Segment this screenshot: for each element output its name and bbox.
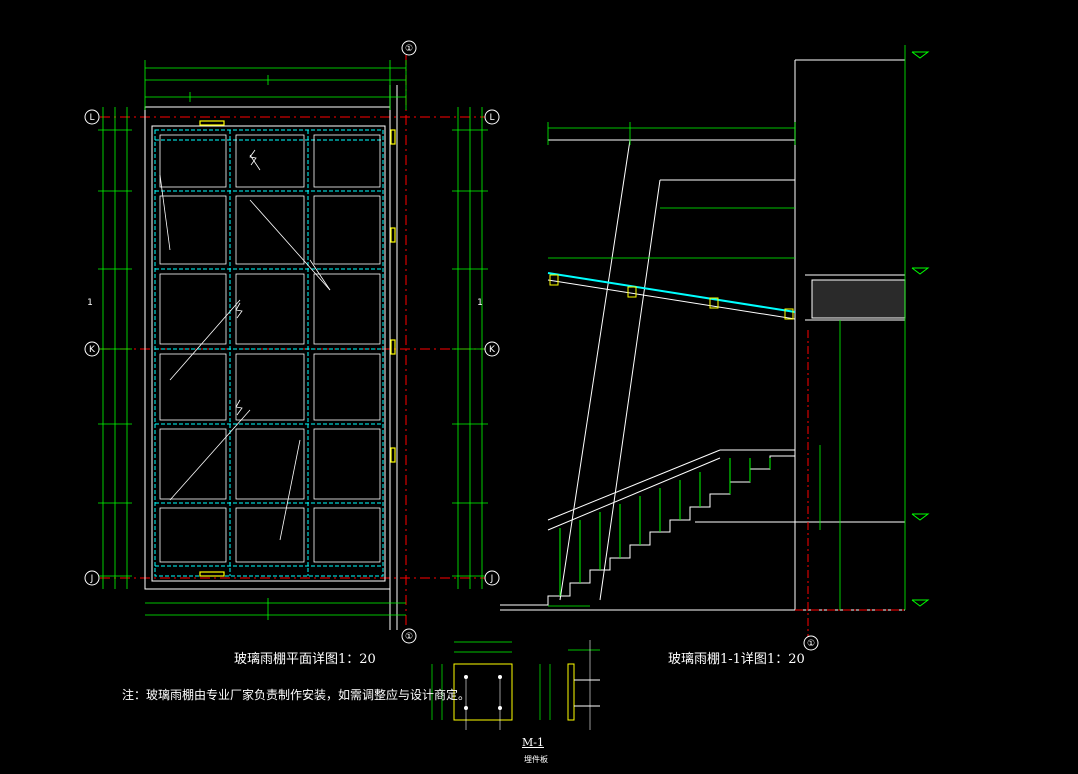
plan-embeds [199, 120, 396, 577]
plan-glass-grid [154, 129, 384, 577]
grid-label-L-right: L [489, 113, 494, 123]
section-grid-label: ① [807, 639, 815, 649]
plan-axis-lines [100, 55, 495, 630]
grid-label-J-right: J [490, 574, 494, 584]
grid-label-1-top: ① [405, 44, 413, 54]
plan-dimensions [102, 60, 483, 620]
section-outline [500, 59, 905, 611]
embed-detail [431, 640, 600, 730]
plan-grid-bubbles [84, 40, 500, 644]
plan-frame [144, 85, 398, 630]
section-axis [795, 330, 905, 640]
grid-label-J-left: J [90, 574, 94, 584]
section-canopy [547, 272, 796, 320]
grid-label-K-right: K [489, 345, 496, 355]
plan-caption: 玻璃雨棚平面详图1：20 [234, 652, 376, 667]
section-level-marks [911, 51, 930, 607]
grid-label-K-left: K [89, 345, 96, 355]
section-mark-left: 1 [87, 298, 93, 308]
section-view: ① [500, 45, 930, 651]
grid-label-L-left: L [89, 113, 94, 123]
section-grid-bubble [803, 635, 819, 651]
grid-label-1-bottom: ① [405, 632, 413, 642]
embed-caption: M-1 [522, 736, 544, 749]
plan-leaders [159, 149, 331, 541]
plan-dim-ticks [98, 129, 488, 577]
plan-view: L L K K J J ① ① 1 1 [84, 40, 500, 644]
section-dimensions [547, 45, 906, 610]
plan-glass-panes [159, 134, 381, 563]
embed-subcaption: 埋件板 [524, 755, 548, 764]
section-mark-right: 1 [477, 298, 483, 308]
section-caption: 玻璃雨棚1-1详图1：20 [668, 652, 805, 667]
section-railings [559, 458, 771, 596]
section-slab-hatch [811, 279, 906, 319]
design-note: 注：玻璃雨棚由专业厂家负责制作安装，如需调整应与设计商定。 [122, 688, 471, 702]
